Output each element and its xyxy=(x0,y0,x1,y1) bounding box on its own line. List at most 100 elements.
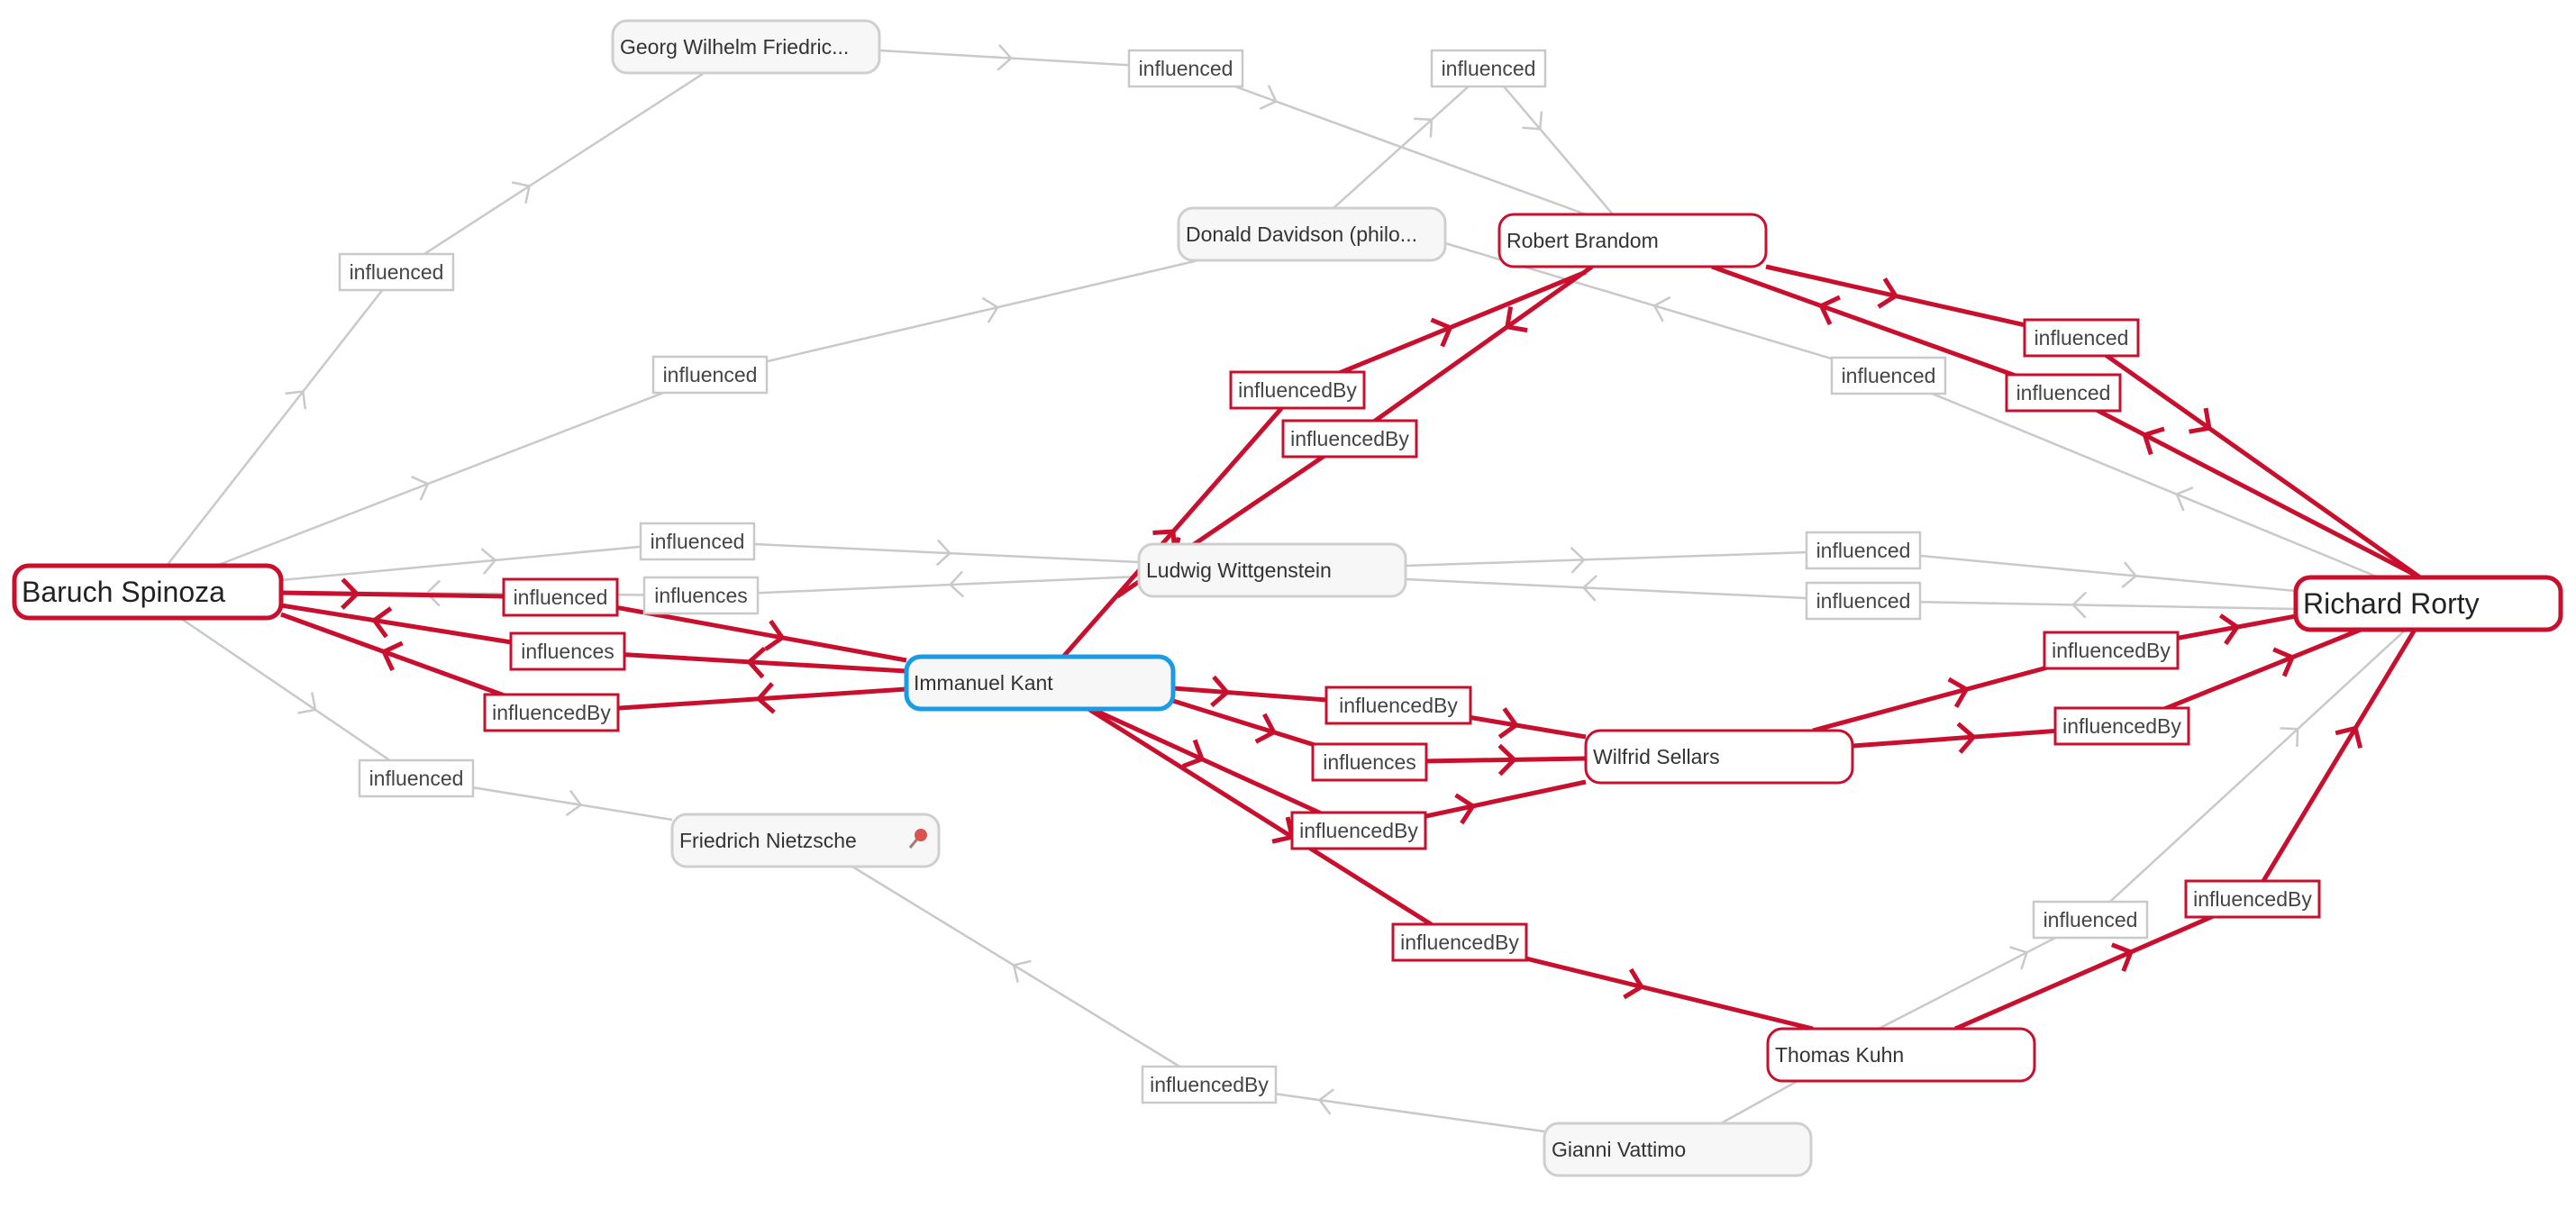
edge-label-box xyxy=(1324,686,1472,725)
edge-2[interactable] xyxy=(1333,67,1614,215)
edge-line[interactable] xyxy=(1061,269,1587,658)
edge-label[interactable]: influencedBy xyxy=(2053,706,2190,746)
edge-label[interactable]: influencedBy xyxy=(2043,631,2180,670)
arrowhead-icon xyxy=(297,692,317,714)
node-box[interactable] xyxy=(12,563,284,621)
edge-19[interactable] xyxy=(1711,264,2422,580)
edge-label-text: influenced xyxy=(2034,326,2129,350)
node-label: Richard Rorty xyxy=(2303,587,2480,620)
edge-label[interactable]: influencedBy xyxy=(1281,419,1418,459)
node-kuhn[interactable]: Thomas Kuhn xyxy=(1766,1027,2036,1083)
edge-label[interactable]: influenced xyxy=(639,522,756,561)
edge-label-box xyxy=(2184,879,2321,919)
arrowhead-icon xyxy=(935,539,951,567)
edge-line[interactable] xyxy=(1765,264,2422,580)
node-label: Thomas Kuhn xyxy=(1775,1043,1904,1067)
edge-line[interactable] xyxy=(1444,241,2380,579)
edge-0[interactable] xyxy=(166,72,704,567)
arrowhead-icon xyxy=(411,476,430,501)
arrowhead-icon xyxy=(2175,486,2194,512)
edge-label[interactable]: influenced xyxy=(502,577,619,617)
edge-label[interactable]: influences xyxy=(642,576,760,615)
arrowhead-icon xyxy=(2218,613,2241,646)
edge-26[interactable] xyxy=(1954,628,2417,1031)
node-label: Immanuel Kant xyxy=(914,671,1053,695)
edge-label-text: influencedBy xyxy=(2193,887,2312,911)
edge-label[interactable]: influencedBy xyxy=(1290,811,1427,850)
edge-label[interactable]: influencedBy xyxy=(483,693,620,732)
arrowhead-icon xyxy=(1877,277,1899,309)
edge-label-box xyxy=(2005,373,2122,413)
node-hegel[interactable]: Georg Wilhelm Friedric... xyxy=(611,19,881,75)
node-vattimo[interactable]: Gianni Vattimo xyxy=(1543,1122,1813,1177)
edge-label-text: influencedBy xyxy=(1299,819,1418,842)
edge-label[interactable]: influenced xyxy=(1830,356,1947,395)
edge-label[interactable]: influencedBy xyxy=(1324,686,1472,725)
node-box[interactable] xyxy=(1177,206,1447,262)
edge-label-text: influenced xyxy=(1139,57,1233,80)
node-kant[interactable]: Immanuel Kant xyxy=(904,654,1176,712)
node-nietzsche[interactable]: Friedrich Nietzsche xyxy=(670,813,941,868)
node-label: Baruch Spinoza xyxy=(22,576,225,608)
node-spinoza[interactable]: Baruch Spinoza xyxy=(12,563,284,621)
arrowhead-icon xyxy=(1317,1088,1335,1115)
node-box[interactable] xyxy=(1766,1027,2036,1083)
edge-label[interactable]: influenced xyxy=(651,355,769,395)
arrowhead-icon xyxy=(2071,591,2088,619)
edge-label-box xyxy=(1430,49,1547,88)
edge-label[interactable]: influenced xyxy=(1127,49,1244,88)
node-box[interactable] xyxy=(1497,213,1768,268)
edge-label-box xyxy=(2053,706,2190,746)
edge-label[interactable]: influenced xyxy=(1430,49,1547,88)
edge-label[interactable]: influenced xyxy=(2023,318,2140,358)
node-rorty[interactable]: Richard Rorty xyxy=(2293,575,2563,632)
node-box[interactable] xyxy=(904,654,1176,712)
edge-18[interactable] xyxy=(1765,264,2422,580)
pin-icon[interactable] xyxy=(908,829,927,849)
edge-label[interactable]: influences xyxy=(509,631,626,671)
arrowhead-icon xyxy=(2280,727,2299,748)
node-label: Friedrich Nietzsche xyxy=(679,829,857,852)
node-davidson[interactable]: Donald Davidson (philo... xyxy=(1177,206,1447,262)
edge-label-box xyxy=(1805,581,1922,621)
edge-label-box xyxy=(1391,922,1528,962)
node-box[interactable] xyxy=(611,19,881,75)
edge-label[interactable]: influencedBy xyxy=(1141,1065,1278,1104)
edge-label-box xyxy=(358,758,475,798)
edge-line[interactable] xyxy=(1711,264,2422,580)
edge-label-text: influencedBy xyxy=(1238,378,1357,402)
node-sellars[interactable]: Wilfrid Sellars xyxy=(1584,729,1854,785)
edge-line[interactable] xyxy=(215,259,1199,568)
edge-16[interactable] xyxy=(1061,269,1587,658)
node-brandom[interactable]: Robert Brandom xyxy=(1497,213,1768,268)
edge-label-text: influencedBy xyxy=(2052,639,2171,662)
edge-label[interactable]: influences xyxy=(1311,742,1428,782)
edge-label[interactable]: influenced xyxy=(338,252,455,292)
edge-label[interactable]: influencedBy xyxy=(1229,370,1366,410)
edge-line[interactable] xyxy=(166,72,704,567)
edge-label-text: influenced xyxy=(651,530,745,553)
arrowhead-icon xyxy=(1947,677,1970,709)
edge-label[interactable]: influenced xyxy=(358,758,475,798)
edge-3[interactable] xyxy=(215,259,1199,568)
edge-line[interactable] xyxy=(1954,628,2417,1031)
arrowhead-icon xyxy=(1259,85,1278,111)
edge-label[interactable]: influenced xyxy=(2005,373,2122,413)
arrowhead-icon xyxy=(2272,647,2296,677)
edge-label-box xyxy=(2032,900,2149,940)
node-box[interactable] xyxy=(1584,729,1854,785)
edge-label-box xyxy=(1281,419,1418,459)
edge-label[interactable]: influenced xyxy=(1805,581,1922,621)
node-wittgenstein[interactable]: Ludwig Wittgenstein xyxy=(1137,542,1407,598)
node-box[interactable] xyxy=(670,813,941,868)
edge-label[interactable]: influencedBy xyxy=(2184,879,2321,919)
node-box[interactable] xyxy=(1137,542,1407,598)
node-box[interactable] xyxy=(2293,575,2563,632)
node-box[interactable] xyxy=(1543,1122,1813,1177)
edge-9[interactable] xyxy=(1444,241,2380,579)
edge-label[interactable]: influenced xyxy=(1805,531,1922,570)
edge-label[interactable]: influenced xyxy=(2032,900,2149,940)
edge-line[interactable] xyxy=(1333,67,1614,215)
edge-label[interactable]: influencedBy xyxy=(1391,922,1528,962)
